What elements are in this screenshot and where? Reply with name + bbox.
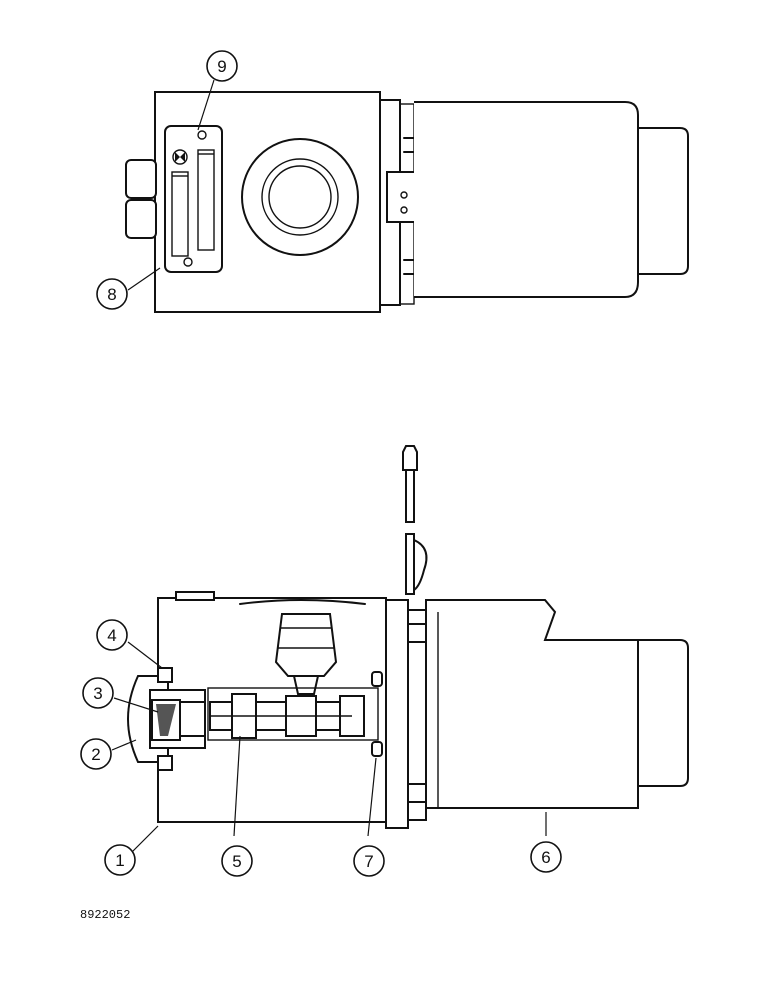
figure-id: 8922052 (80, 908, 130, 922)
callout-6-label: 6 (541, 848, 550, 867)
spool (207, 687, 379, 741)
callout-1-label: 1 (115, 851, 124, 870)
top-port (241, 138, 359, 256)
o-ring-top (371, 671, 383, 687)
callout-5-label: 5 (232, 852, 241, 871)
callout-6: 6 (530, 841, 562, 873)
section-view (126, 445, 689, 829)
section-flange (385, 599, 409, 829)
o-ring-bottom (371, 741, 383, 757)
callout-4: 4 (96, 619, 128, 651)
callout-4-label: 4 (107, 626, 116, 645)
override-cap (126, 667, 206, 771)
callout-7-label: 7 (364, 852, 373, 871)
callout-9-label: 9 (217, 57, 226, 76)
section-solenoid-housing (425, 599, 639, 809)
callout-3-label: 3 (93, 684, 102, 703)
callout-2: 2 (80, 738, 112, 770)
callout-1: 1 (104, 844, 136, 876)
top-solenoid-housing (414, 101, 639, 298)
section-cartridge (274, 613, 338, 695)
nameplate (164, 125, 223, 273)
leader-lines (111, 79, 547, 853)
callout-7: 7 (353, 845, 385, 877)
top-left-fittings (125, 159, 157, 239)
callout-5: 5 (221, 845, 253, 877)
top-solenoid-cap (637, 127, 689, 275)
top-view (125, 91, 689, 313)
callout-8-label: 8 (107, 285, 116, 304)
breather-pin (402, 445, 428, 595)
callout-3: 3 (82, 677, 114, 709)
callout-2-label: 2 (91, 745, 100, 764)
section-solenoid-cap (637, 639, 689, 787)
callout-9: 9 (206, 50, 238, 82)
callout-8: 8 (96, 278, 128, 310)
